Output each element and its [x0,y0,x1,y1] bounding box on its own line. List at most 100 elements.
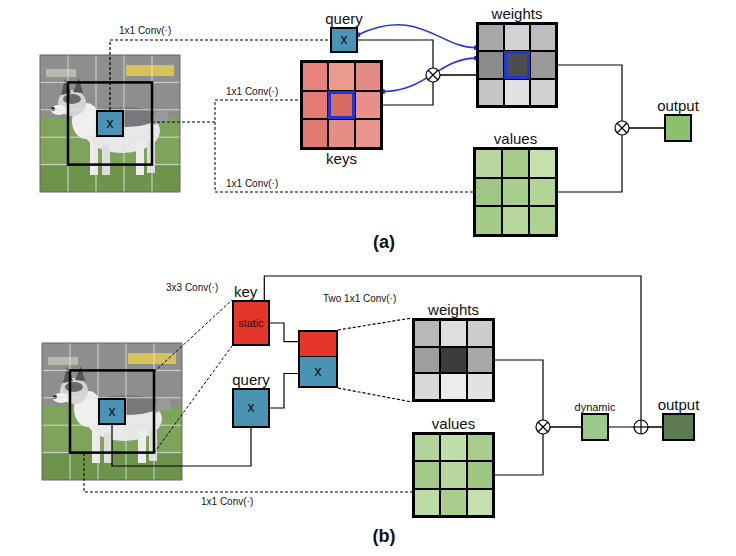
node-heading: values [432,415,475,432]
node-text: x [107,116,114,131]
grid-cell [502,149,529,178]
grid-cell [467,461,493,488]
node-heading: weights [492,5,543,22]
connector [270,323,298,342]
node-heading: key [234,283,257,300]
key-box: keystatic [232,300,270,346]
connector [558,65,664,128]
node-text: static [238,317,264,329]
connector [338,318,412,330]
pixel-box: x [98,398,126,425]
node-heading: keys [326,150,357,167]
grid-cell [414,320,440,347]
connector [383,58,476,91]
grid-cell [355,91,381,120]
multiply-symbol [536,420,550,434]
grid-cell [440,373,466,400]
concat-box: x [298,330,338,388]
output-box: output [664,114,692,142]
query-box: queryx [232,388,270,428]
grid-cell [478,79,504,106]
grid-cell [504,24,530,51]
grid-cell [414,347,440,374]
node-heading: output [657,97,699,114]
multiply-symbol [426,68,440,82]
query-box: queryx [330,27,358,53]
grid-cell [302,62,328,91]
dynamic-box: dynamic [581,413,609,441]
grid-cell [440,461,466,488]
grid-cell [530,79,556,106]
connector [110,40,330,110]
node-text: x [341,32,348,47]
connector [358,25,476,48]
grid-cell [478,51,504,78]
node-heading: dynamic [575,401,616,413]
node-heading: query [325,10,363,27]
grid-cell [467,320,493,347]
leader-lines [84,100,473,492]
grid-cell [414,434,440,461]
grid-cell [475,178,502,207]
grid-cell [355,62,381,91]
weight-grid: weights [476,22,558,108]
edge-label: Two 1x1 Conv(·) [322,293,397,304]
grid-cell [529,206,556,235]
node-text: x [248,400,255,415]
grid-cell [504,79,530,106]
grid-cell [355,119,381,148]
grid-cell [529,149,556,178]
connector [264,276,662,427]
grid-cell [414,461,440,488]
node-heading: query [232,371,270,388]
highlight-square [328,91,354,120]
conv-label: 3x3 Conv(·) [165,282,219,293]
grid-cell [502,178,529,207]
node-heading: output [658,396,700,413]
connector [558,128,664,192]
grid-cell [475,206,502,235]
connector [495,360,581,427]
weight-grid: weights [412,318,495,402]
connector [112,425,251,466]
dog-image [40,55,180,192]
connector [270,374,298,409]
grid-cell [530,51,556,78]
grid-cell [504,51,530,78]
panel-label: (a) [372,232,396,253]
grid-cell [440,489,466,516]
highlight-square [504,51,530,78]
grid-cell [328,62,354,91]
add-symbol [634,420,648,434]
grid-cell [467,347,493,374]
key-part [300,332,336,356]
grid-cell [328,119,354,148]
grid-cell [478,24,504,51]
grid-cell [475,149,502,178]
grid-cell [414,373,440,400]
grid-cell [440,347,466,374]
node-heading: values [494,130,537,147]
grid-cell [467,373,493,400]
value-grid: values [473,147,558,237]
multiply-symbol [615,121,629,135]
grid-cell [440,320,466,347]
conv-label: 1x1 Conv(·) [225,178,279,189]
grid-cell [302,91,328,120]
node-heading: weights [428,301,479,318]
grid-cell [530,24,556,51]
grid-cell [414,489,440,516]
grid-cell [529,178,556,207]
grid-cell [467,489,493,516]
panel-label: (b) [372,526,397,547]
grid-cell [328,91,354,120]
value-grid: values [412,432,495,518]
connector [495,427,581,475]
node-text: x [109,404,116,419]
grid-cell [502,206,529,235]
grid-cell [467,434,493,461]
node-text: x [315,364,322,379]
grid-cell [440,434,466,461]
pixel-box: x [96,110,124,137]
edge-label: 1x1 Conv(·) [118,25,172,36]
